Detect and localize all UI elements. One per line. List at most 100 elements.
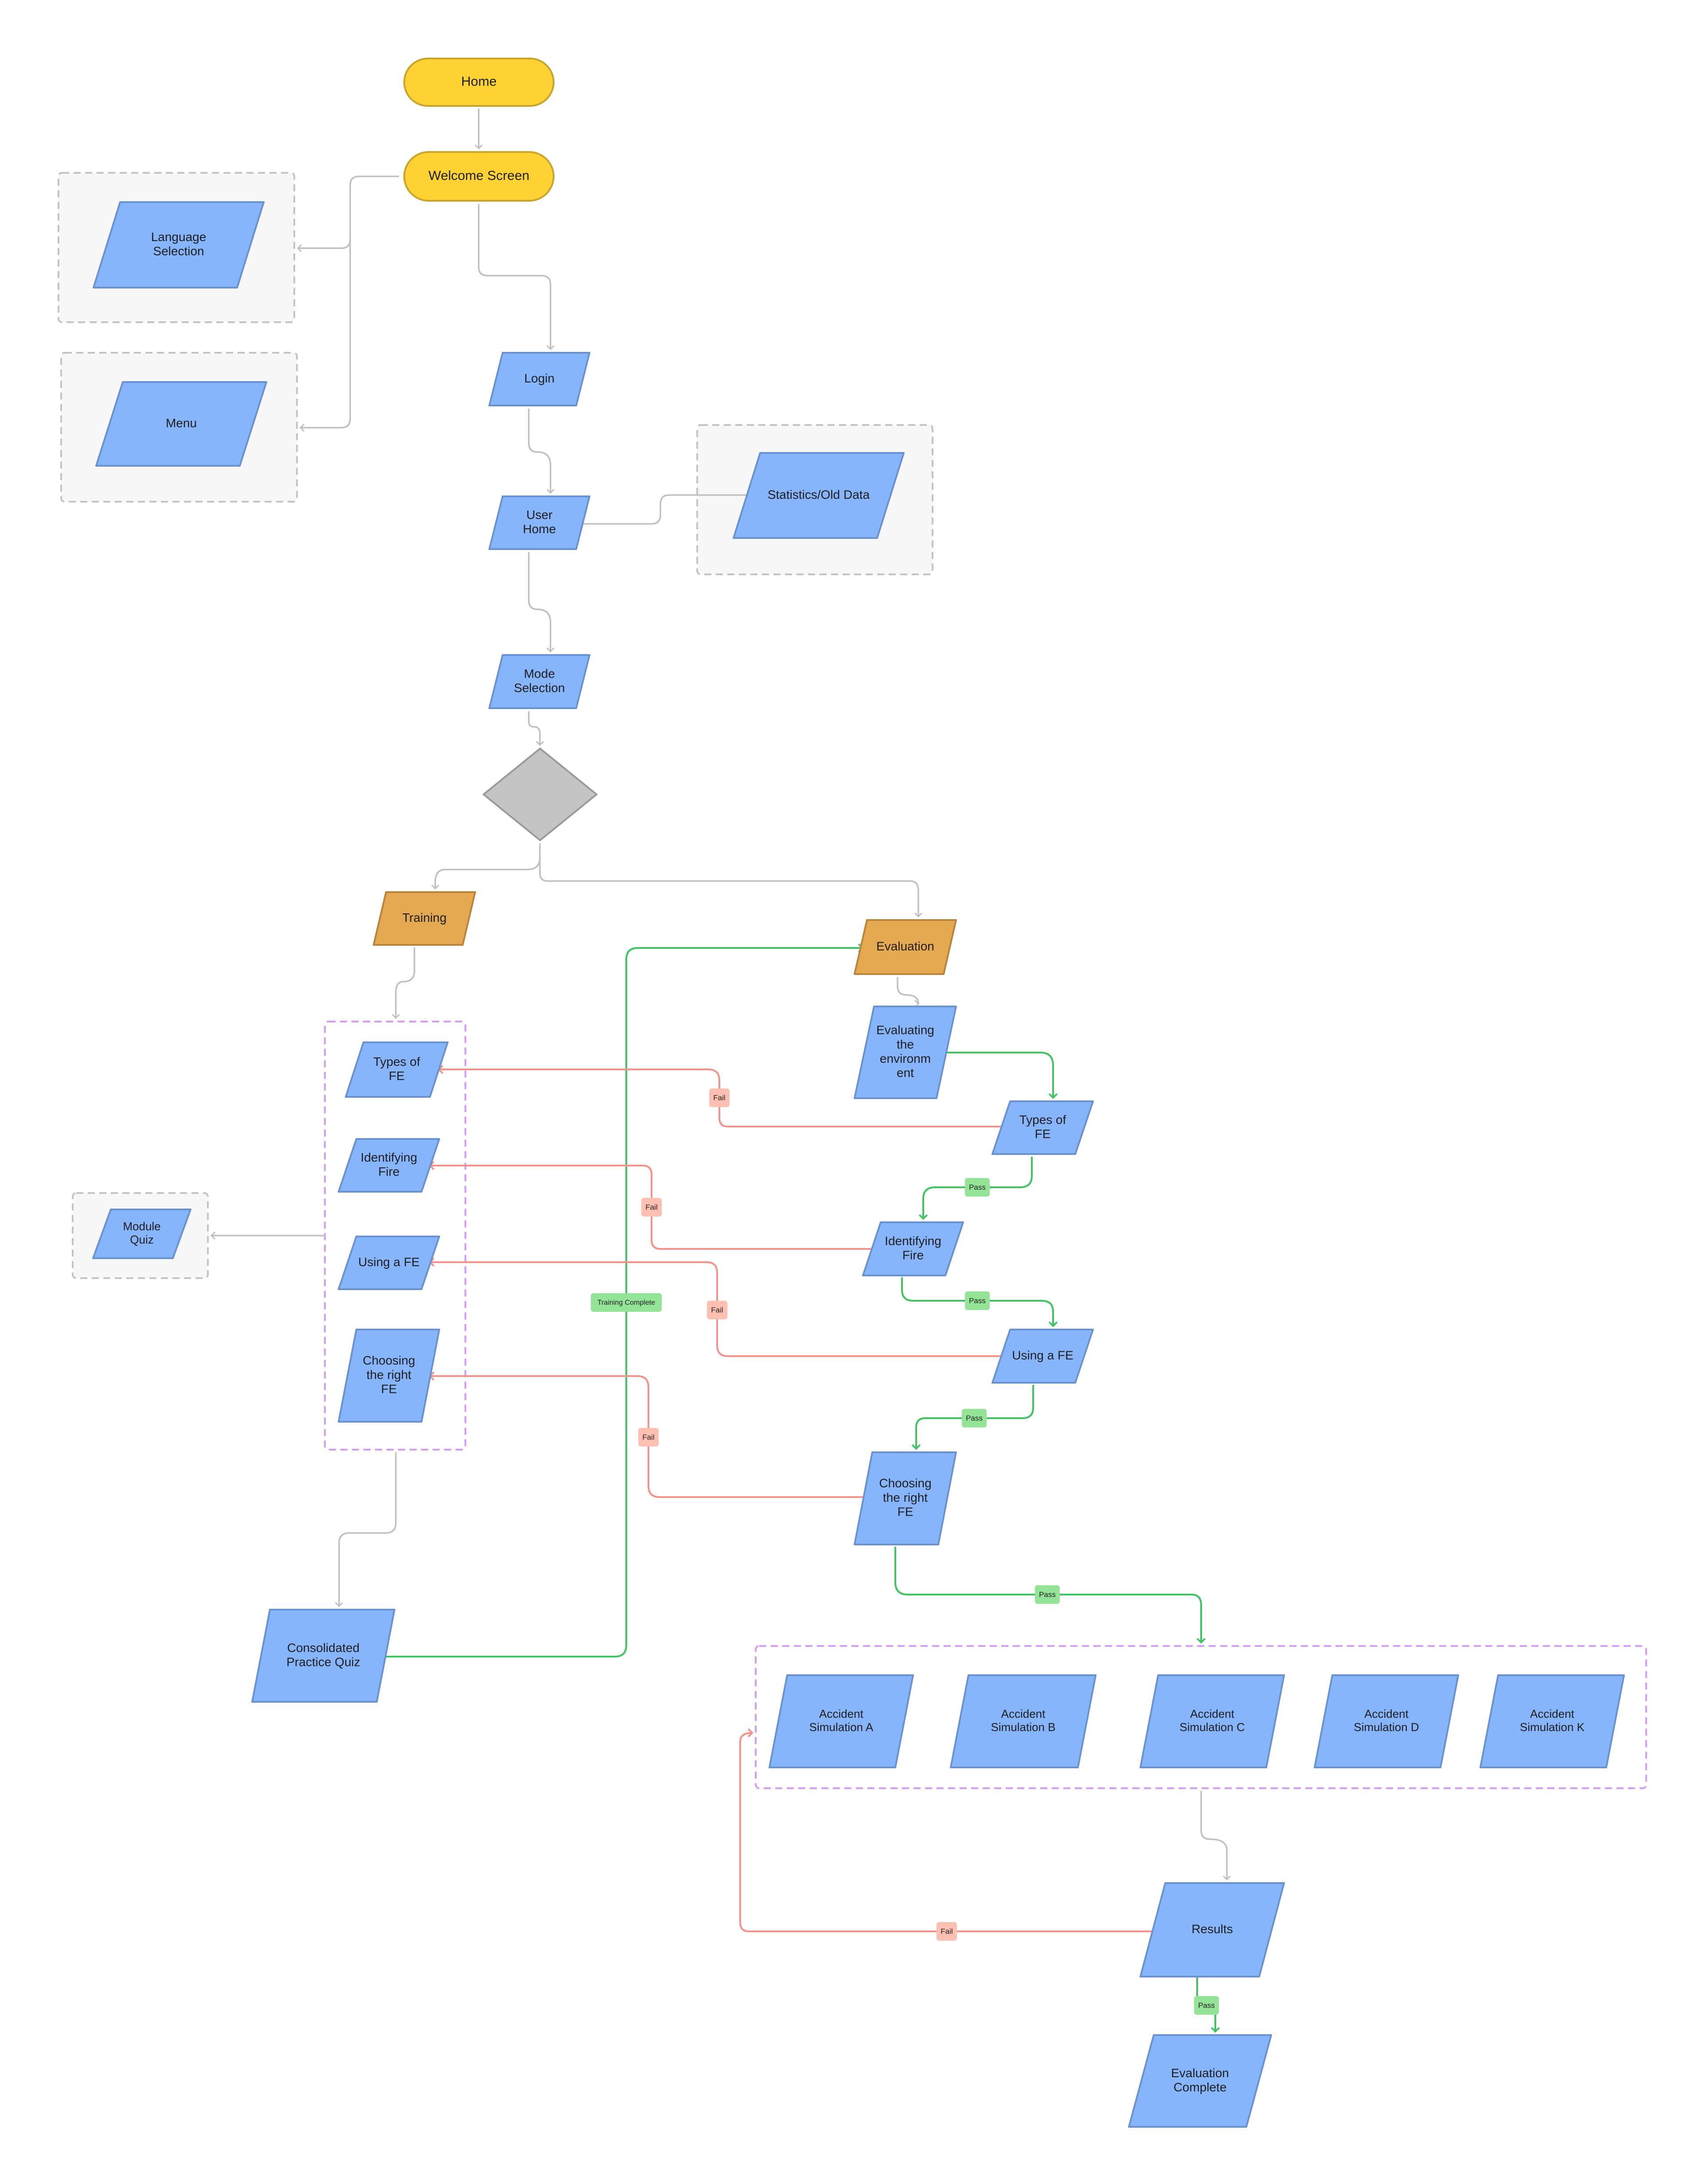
node-label: Mode (524, 667, 555, 680)
node-home[interactable]: Home (403, 58, 554, 107)
edge-welcome-menu[interactable] (299, 239, 351, 432)
node-label: Results (1191, 1922, 1233, 1936)
node-label: Identifying (885, 1234, 941, 1248)
node-label: Simulation B (991, 1720, 1056, 1734)
edge-label-text: Fail (941, 1927, 952, 1935)
edge-label-pass[interactable]: Training Complete (591, 1293, 662, 1312)
edge-label-text: Pass (966, 1414, 983, 1422)
edge-label-fail[interactable]: Fail (707, 1301, 727, 1319)
edge-environment-types[interactable] (947, 1052, 1058, 1099)
edge-label-fail[interactable]: Fail (638, 1428, 659, 1447)
node-label: Types of (1019, 1113, 1066, 1127)
node-label: Selection (514, 681, 565, 694)
edge-label-text: Pass (1039, 1590, 1056, 1599)
node-label: Language (151, 230, 207, 244)
node-label: FE (898, 1505, 913, 1519)
edge-label-text: Fail (711, 1306, 723, 1314)
parallelogram-shape (338, 1138, 440, 1193)
node-train-using[interactable]: Using a FE (338, 1236, 440, 1290)
edge-label-pass[interactable]: Pass (1194, 1996, 1219, 2015)
node-menu[interactable]: Menu (95, 381, 267, 467)
edge-label-text: Fail (645, 1203, 657, 1211)
edge-label-background (962, 1409, 987, 1427)
edge-label-text: Pass (969, 1296, 986, 1305)
edge-label-background (591, 1293, 662, 1312)
edge-mode-decision[interactable] (528, 711, 544, 746)
parallelogram-shape (338, 1329, 440, 1423)
edge-label-text: Pass (969, 1183, 986, 1191)
parallelogram-shape (92, 1209, 191, 1259)
edge-label-pass[interactable]: Pass (962, 1409, 987, 1427)
node-label: Evaluating (876, 1023, 934, 1037)
node-label: Consolidated (287, 1641, 359, 1654)
edge-label-fail[interactable]: Fail (641, 1198, 662, 1217)
edge-userhome-mode[interactable] (528, 552, 555, 653)
node-eval-using[interactable]: Using a FE (992, 1329, 1094, 1384)
decision-shape (483, 748, 597, 841)
edge-decision-training[interactable] (431, 843, 541, 890)
edge-label-fail[interactable]: Fail (937, 1922, 957, 1941)
node-label: Complete (1174, 2080, 1227, 2094)
edge-label-pass[interactable]: Pass (965, 1291, 990, 1310)
mode-shape (854, 919, 957, 975)
node-label: Simulation C (1179, 1720, 1245, 1734)
simulations-group[interactable] (755, 1645, 1647, 1789)
node-label: the right (367, 1368, 411, 1381)
edge-modules-consolidated[interactable] (335, 1452, 397, 1607)
node-label: Evaluation (876, 939, 934, 953)
terminal-shape (403, 58, 554, 107)
edge-training-modules[interactable] (391, 948, 415, 1019)
edge-evaluation-environment[interactable] (897, 977, 923, 1005)
node-label: Accident (1001, 1707, 1046, 1720)
node-label: Home (523, 522, 556, 536)
parallelogram-shape (488, 654, 590, 709)
node-mode-decision[interactable] (483, 748, 597, 841)
node-statistics[interactable]: Statistics/Old Data (733, 452, 905, 539)
edge-label-pass[interactable]: Pass (1035, 1585, 1060, 1604)
parallelogram-shape (1140, 1674, 1285, 1768)
parallelogram-shape (992, 1100, 1094, 1155)
parallelogram-shape (1479, 1674, 1625, 1768)
node-label: Choosing (363, 1353, 415, 1367)
edge-welcome-login[interactable] (478, 204, 555, 351)
edge-results-fail[interactable] (739, 1728, 1155, 1932)
edge-welcome-language[interactable] (297, 176, 399, 253)
groups-layer (58, 172, 1647, 1789)
edge-label-fail[interactable]: Fail (709, 1088, 730, 1107)
edge-userhome-stats[interactable] (582, 491, 755, 525)
edge-label-background (1194, 1996, 1219, 2015)
node-evaluation[interactable]: Evaluation (854, 919, 957, 975)
edge-label-text: Fail (713, 1093, 725, 1102)
node-training[interactable]: Training (373, 891, 476, 946)
node-label: Fire (902, 1248, 924, 1262)
edge-decision-evaluation[interactable] (539, 858, 923, 918)
node-label: Practice Quiz (286, 1655, 360, 1669)
parallelogram-shape (854, 1006, 957, 1099)
node-welcome[interactable]: Welcome Screen (403, 151, 554, 202)
node-login[interactable]: Login (488, 352, 590, 406)
edge-sims-results[interactable] (1200, 1791, 1231, 1881)
node-label: the right (883, 1490, 928, 1504)
node-label: Simulation D (1354, 1720, 1419, 1734)
edge-label-pass[interactable]: Pass (965, 1178, 990, 1197)
edge-login-userhome[interactable] (528, 409, 555, 494)
node-results[interactable]: Results (1140, 1882, 1285, 1977)
